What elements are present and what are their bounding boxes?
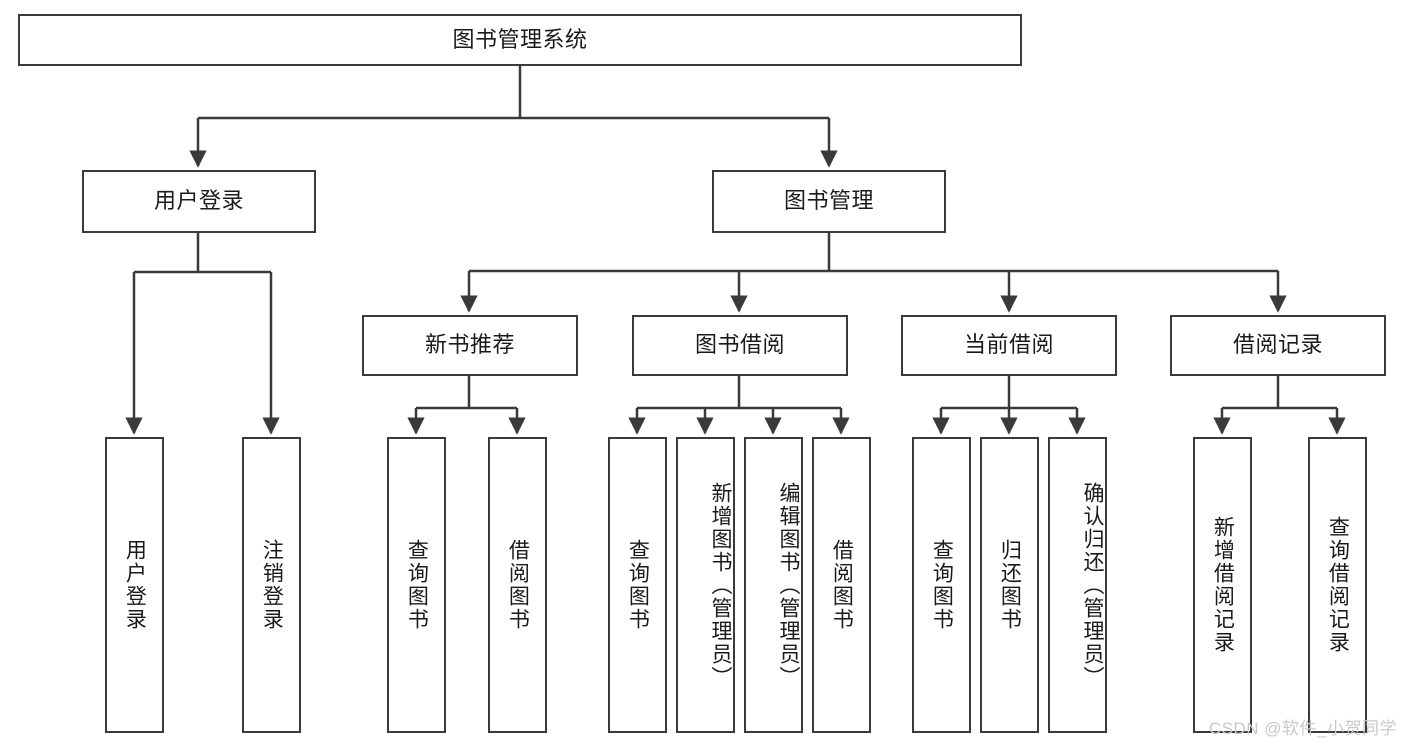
node-root-book-management-system[interactable]: 图书管理系统 xyxy=(18,14,1022,66)
leaf-user-login-logout[interactable]: 注销登录 xyxy=(242,437,301,733)
leaf-record-query-record[interactable]: 查询借阅记录 xyxy=(1308,437,1367,733)
node-label: 新增借阅记录 xyxy=(1211,516,1235,654)
node-label: 当前借阅 xyxy=(963,332,1054,358)
node-borrow-record[interactable]: 借阅记录 xyxy=(1170,315,1386,376)
leaf-borrow-lend-book[interactable]: 借阅图书 xyxy=(812,437,871,733)
leaf-user-login-login[interactable]: 用户登录 xyxy=(105,437,164,733)
node-label: 查询图书 xyxy=(405,539,429,631)
node-user-login[interactable]: 用户登录 xyxy=(82,170,316,233)
node-book-management[interactable]: 图书管理 xyxy=(712,170,946,233)
leaf-current-query-book[interactable]: 查询图书 xyxy=(912,437,971,733)
node-label: 新增图书（管理员） xyxy=(709,481,732,689)
node-label: 借阅图书 xyxy=(506,539,530,631)
leaf-current-return-book[interactable]: 归还图书 xyxy=(980,437,1039,733)
node-label: 确认归还（管理员） xyxy=(1081,481,1104,689)
node-label: 查询图书 xyxy=(930,539,954,631)
node-label: 用户登录 xyxy=(123,539,147,631)
node-label: 图书借阅 xyxy=(694,332,785,358)
node-label: 编辑图书（管理员） xyxy=(777,481,800,689)
node-label: 归还图书 xyxy=(998,539,1022,631)
leaf-borrow-edit-book-admin[interactable]: 编辑图书（管理员） xyxy=(744,437,803,733)
node-label: 图书管理系统 xyxy=(452,26,588,52)
node-label: 查询借阅记录 xyxy=(1326,516,1350,654)
node-label: 查询图书 xyxy=(626,539,650,631)
node-label: 注销登录 xyxy=(260,539,284,631)
node-label: 借阅图书 xyxy=(830,539,854,631)
node-label: 图书管理 xyxy=(783,188,874,214)
leaf-record-add-record[interactable]: 新增借阅记录 xyxy=(1193,437,1252,733)
node-new-book-recommend[interactable]: 新书推荐 xyxy=(362,315,578,376)
leaf-borrow-query-book[interactable]: 查询图书 xyxy=(608,437,667,733)
leaf-new-book-borrow-book[interactable]: 借阅图书 xyxy=(488,437,547,733)
node-current-borrow[interactable]: 当前借阅 xyxy=(901,315,1117,376)
leaf-borrow-add-book-admin[interactable]: 新增图书（管理员） xyxy=(676,437,735,733)
node-label: 借阅记录 xyxy=(1232,332,1323,358)
leaf-current-confirm-return-admin[interactable]: 确认归还（管理员） xyxy=(1048,437,1107,733)
node-book-borrow[interactable]: 图书借阅 xyxy=(632,315,848,376)
node-label: 新书推荐 xyxy=(424,332,515,358)
leaf-new-book-query-book[interactable]: 查询图书 xyxy=(387,437,446,733)
node-label: 用户登录 xyxy=(153,188,244,214)
